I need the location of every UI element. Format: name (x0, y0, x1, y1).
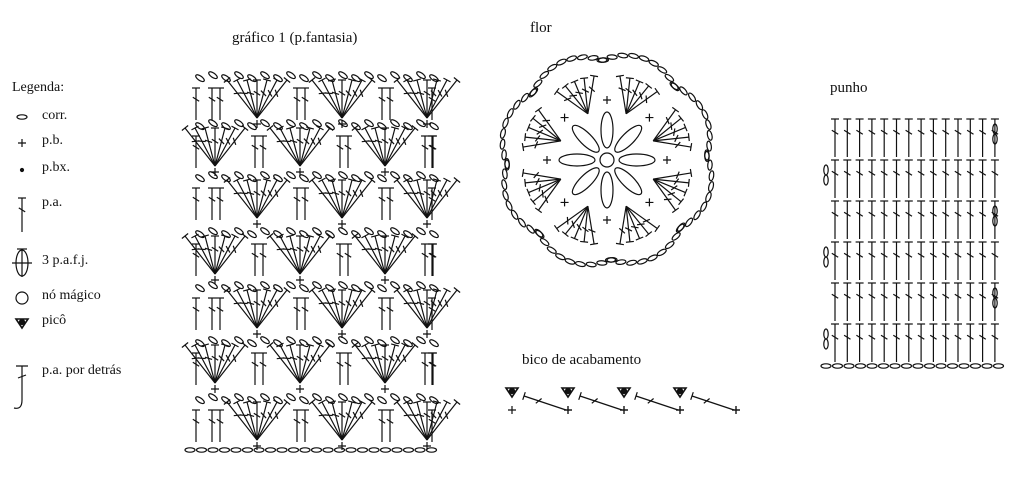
flower-chart-title: flor (530, 20, 552, 36)
legend-label-picot: picô (42, 313, 67, 328)
edging-chart (504, 387, 740, 414)
legend-label-slip: p.bx. (42, 160, 70, 175)
edging-chart-title: bico de acabamento (522, 352, 642, 368)
legend-label-chain: corr. (42, 108, 68, 123)
legend-label-double: p.a. (42, 195, 63, 210)
legend-title: Legenda: (12, 80, 65, 95)
cuff-chart-title: punho (830, 80, 868, 96)
cuff-chart (820, 118, 1005, 369)
legend-label-cluster: 3 p.a.f.j. (42, 253, 89, 268)
legend-symbols (12, 114, 32, 409)
main-chart (181, 71, 461, 453)
legend-label-magic-ring: nó mágico (42, 288, 101, 303)
legend-label-back-post: p.a. por detrás (42, 363, 122, 378)
legend-label-single: p.b. (42, 133, 63, 148)
flower-chart (499, 52, 715, 268)
main-chart-title: gráfico 1 (p.fantasia) (232, 30, 358, 46)
